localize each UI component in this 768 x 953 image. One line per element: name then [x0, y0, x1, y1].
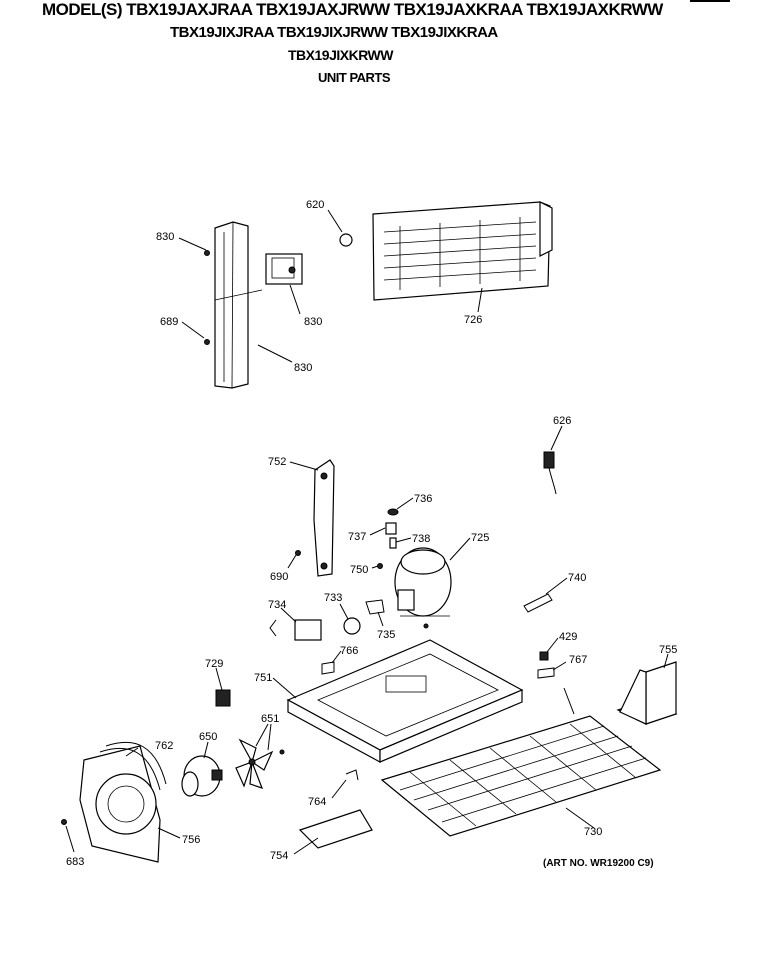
- condenser-730-part: [380, 687, 662, 837]
- harness-626-part: [543, 451, 557, 495]
- callout-690: 690: [270, 571, 288, 583]
- callout-764: 764: [308, 796, 326, 808]
- callout-767: 767: [569, 654, 587, 666]
- callout-755: 755: [659, 644, 677, 656]
- misc-clips: [215, 593, 555, 707]
- callout-labels: 830 689 830 830 620 726 626 752 736 737 …: [66, 199, 677, 868]
- fan-blade-651-part: [235, 738, 285, 789]
- callout-651: 651: [261, 713, 279, 725]
- callout-733: 733: [324, 592, 342, 604]
- callout-830-a: 830: [156, 231, 174, 243]
- callout-766: 766: [340, 645, 358, 657]
- callout-429: 429: [559, 631, 577, 643]
- bracket-755-part: [616, 661, 678, 725]
- bracket-752-part: [295, 459, 335, 577]
- callout-754: 754: [270, 850, 288, 862]
- fan-motor-650-part: [181, 755, 223, 797]
- callout-762: 762: [155, 740, 173, 752]
- callout-626: 626: [553, 415, 571, 427]
- callout-830-b: 830: [304, 316, 322, 328]
- leader-lines: [65, 209, 669, 855]
- callout-750: 750: [350, 564, 368, 576]
- small-parts-cluster: [377, 508, 399, 569]
- drain-pan-754-part: [298, 769, 373, 849]
- callout-650: 650: [199, 731, 217, 743]
- callout-738: 738: [412, 533, 430, 545]
- bracket-830-part: [204, 221, 303, 389]
- callout-740: 740: [568, 572, 586, 584]
- callout-751: 751: [254, 672, 272, 684]
- callout-620: 620: [306, 199, 324, 211]
- callout-830-c: 830: [294, 362, 312, 374]
- section-title: UNIT PARTS: [318, 70, 391, 85]
- callout-726: 726: [464, 314, 482, 326]
- callout-730: 730: [584, 826, 602, 838]
- callout-729: 729: [205, 658, 223, 670]
- coil-726-part: [339, 201, 553, 301]
- callout-725: 725: [471, 532, 489, 544]
- callout-756: 756: [182, 834, 200, 846]
- compressor-725-part: [394, 547, 452, 629]
- art-number: (ART NO. WR19200 C9): [543, 858, 654, 869]
- callout-735: 735: [377, 629, 395, 641]
- model-list-line-2: TBX19JIXJRAA TBX19JIXJRWW TBX19JIXKRAA: [170, 24, 498, 41]
- model-list-line-3: TBX19JIXKRWW: [288, 47, 393, 63]
- callout-734: 734: [268, 599, 286, 611]
- callout-736: 736: [414, 493, 432, 505]
- callout-752: 752: [268, 456, 286, 468]
- header-rule: [690, 0, 730, 2]
- base-pan-751-part: [286, 639, 524, 764]
- fan-shroud-part: [61, 741, 167, 863]
- callout-689: 689: [160, 316, 178, 328]
- model-list-line-1: MODEL(S) TBX19JAXJRAA TBX19JAXJRWW TBX19…: [42, 0, 663, 19]
- callout-737: 737: [348, 531, 366, 543]
- callout-683: 683: [66, 856, 84, 868]
